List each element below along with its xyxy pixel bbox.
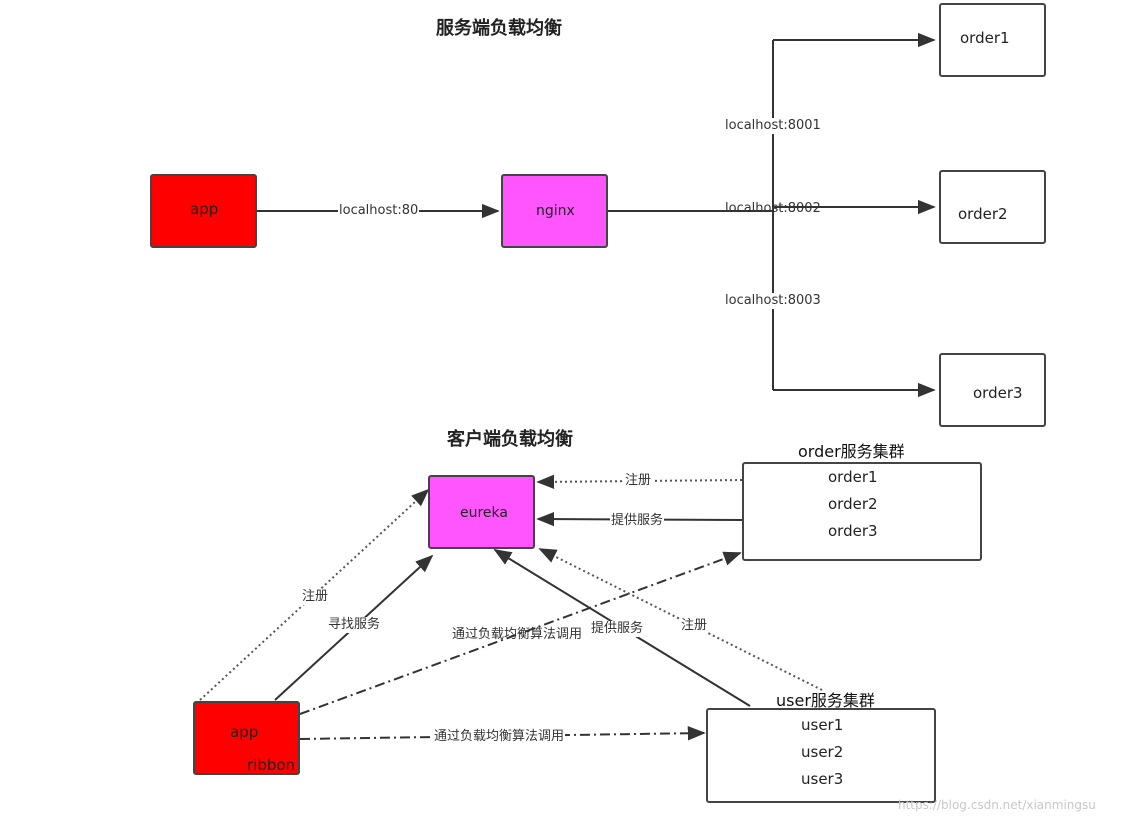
edge-label-app-to-user: 通过负载均衡算法调用 bbox=[433, 729, 566, 745]
edge-label-app-to-order: 通过负载均衡算法调用 bbox=[452, 627, 583, 642]
edge-order-register bbox=[536, 474, 743, 490]
server-section-title: 服务端负载均衡 bbox=[436, 18, 562, 39]
order3-node: order3 bbox=[939, 353, 1046, 427]
user-cluster-item: user3 bbox=[801, 770, 844, 788]
order1-label: order1 bbox=[960, 29, 1010, 47]
client-section-title: 客户端负载均衡 bbox=[447, 429, 573, 450]
order-cluster-node: order1 order2 order3 bbox=[742, 462, 982, 561]
edge-label-localhost-80: localhost:80 bbox=[338, 203, 420, 219]
app-ribbon-ribbon-label: ribbon bbox=[247, 756, 296, 774]
nginx-node: nginx bbox=[501, 174, 608, 248]
edge-label-order-register: 注册 bbox=[624, 473, 653, 489]
edge-label-order-provide: 提供服务 bbox=[610, 513, 665, 529]
user-cluster-node: user1 user2 user3 bbox=[706, 708, 936, 803]
edge-label-port-8002: localhost:8002 bbox=[725, 201, 821, 216]
app-ribbon-app-label: app bbox=[230, 723, 259, 741]
edge-label-user-register: 注册 bbox=[680, 618, 709, 634]
order1-node: order1 bbox=[939, 3, 1046, 77]
user-cluster-item: user2 bbox=[801, 743, 844, 761]
edge-app-register bbox=[199, 488, 430, 701]
order-cluster-caption: order服务集群 bbox=[798, 442, 905, 461]
edge-label-port-8001: localhost:8001 bbox=[724, 118, 822, 134]
order-cluster-item: order3 bbox=[828, 522, 878, 540]
order-cluster-item: order1 bbox=[828, 468, 878, 486]
user-cluster-item: user1 bbox=[801, 716, 844, 734]
app-label: app bbox=[190, 200, 219, 218]
order2-label: order2 bbox=[958, 205, 1008, 223]
edge-label-port-8003: localhost:8003 bbox=[724, 293, 822, 309]
edge-label-app-find: 寻找服务 bbox=[327, 617, 382, 633]
order2-node: order2 bbox=[939, 170, 1046, 244]
app-ribbon-node: app ribbon bbox=[193, 701, 300, 775]
edge-label-user-provide: 提供服务 bbox=[590, 621, 645, 637]
eureka-label: eureka bbox=[460, 505, 508, 521]
watermark: https://blog.csdn.net/xianmingsu bbox=[898, 798, 1096, 812]
edge-app-to-order bbox=[299, 551, 742, 715]
order-cluster-item: order2 bbox=[828, 495, 878, 513]
app-node: app bbox=[150, 174, 257, 248]
user-cluster-caption: user服务集群 bbox=[776, 691, 875, 710]
order3-label: order3 bbox=[973, 384, 1023, 402]
eureka-node: eureka bbox=[428, 475, 535, 549]
edge-label-app-register: 注册 bbox=[301, 589, 330, 605]
nginx-label: nginx bbox=[536, 203, 575, 219]
